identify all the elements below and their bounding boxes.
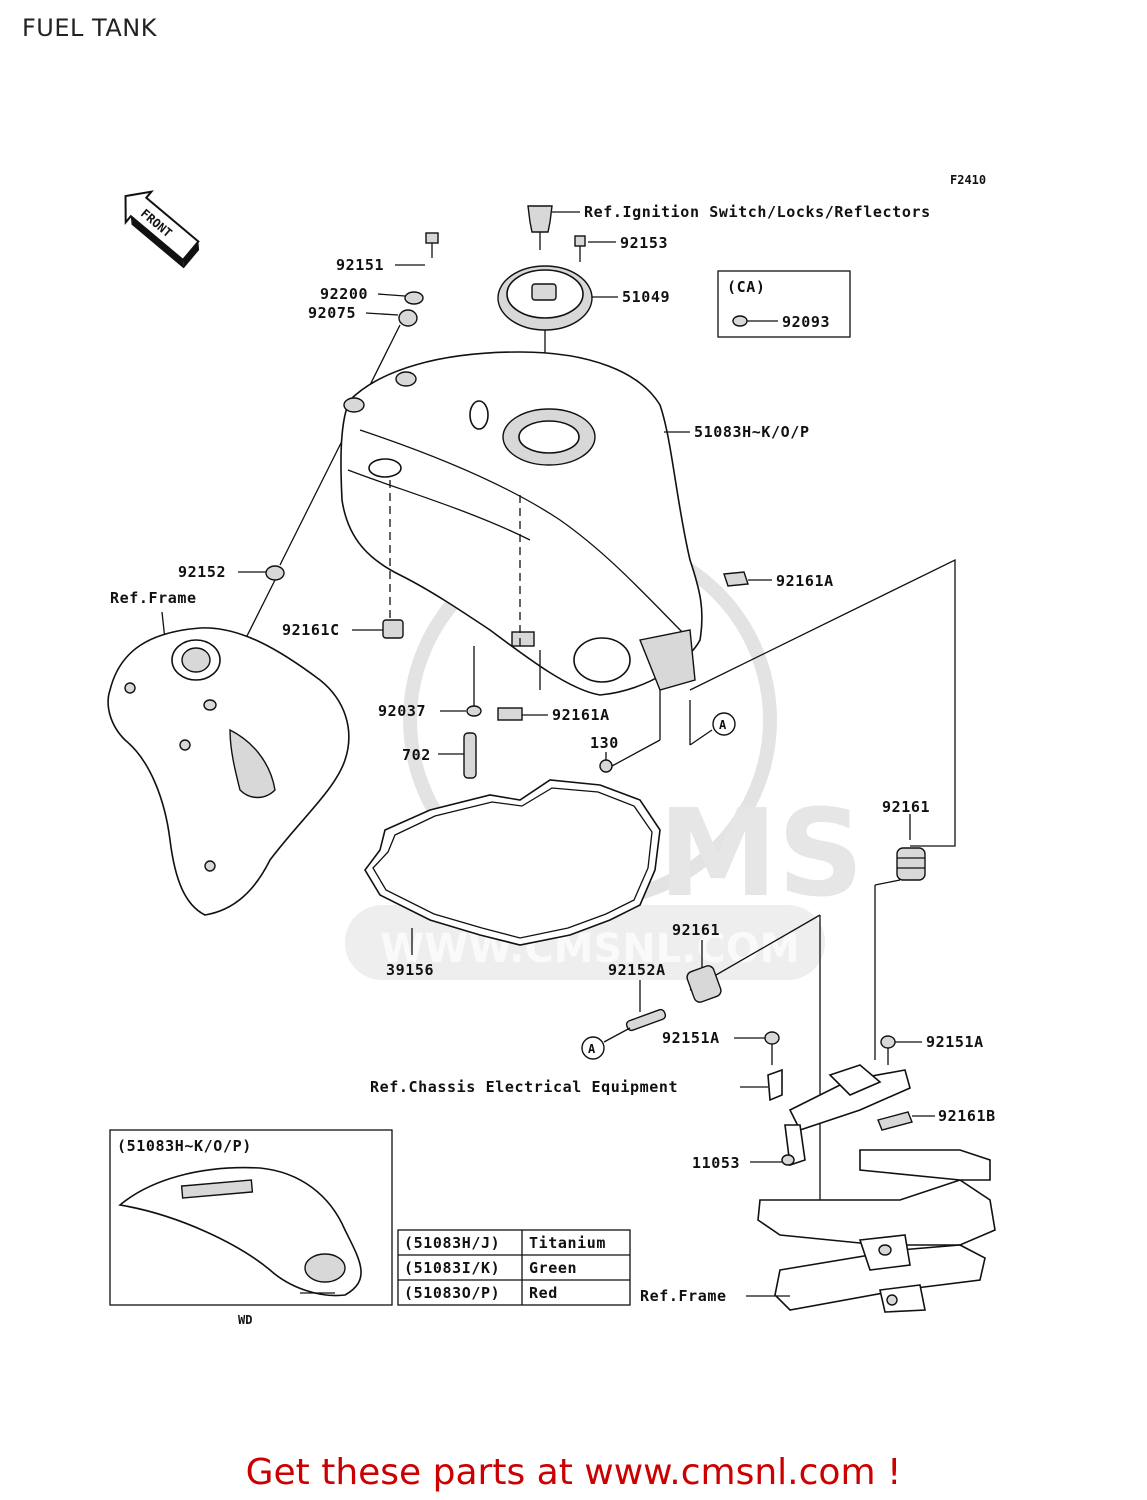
diagram-code: F2410 (950, 173, 986, 187)
color-code-row1: (51083H/J) (404, 1234, 500, 1252)
callout-92037: 92037 (378, 702, 426, 720)
bumper-92161C-part (352, 619, 404, 639)
inset-box: (51083H~K/O/P) WD (109, 1129, 393, 1327)
marker-a-1: A (712, 712, 736, 736)
callout-92075: 92075 (308, 304, 356, 322)
marker-a-2: A (581, 1036, 605, 1060)
ca-box: (CA) 92093 (717, 270, 851, 338)
marker-a-1-label: A (719, 718, 727, 732)
bolt-stack-part (279, 232, 439, 566)
inset-header: (51083H~K/O/P) (117, 1137, 252, 1155)
inset-caption: WD (238, 1313, 252, 1327)
front-arrow-icon: FRONT (124, 190, 200, 269)
color-name-row1: Titanium (529, 1234, 606, 1252)
color-code-row2: (51083I/K) (404, 1259, 500, 1277)
callout-92161A-top: 92161A (776, 572, 834, 590)
callout-chassis-ref: Ref.Chassis Electrical Equipment (370, 1078, 678, 1096)
callout-92151A-left: 92151A (662, 1029, 720, 1047)
watermark-url: WWW.CMSNL.COM (380, 926, 800, 972)
bushing-92161-right-part (896, 847, 926, 881)
frame-front-part (107, 611, 350, 916)
callout-92161-right: 92161 (882, 798, 930, 816)
color-table: (51083H/J) Titanium (51083I/K) Green (51… (397, 1229, 631, 1306)
ca-header: (CA) (727, 278, 766, 296)
clip-92037-part (440, 646, 482, 717)
frame-rear-part (746, 1149, 996, 1313)
pad-92161A-mid-part (497, 707, 548, 721)
color-code-row3: (51083O/P) (404, 1284, 500, 1302)
fuel-tank-part (340, 351, 703, 696)
callout-92151: 92151 (336, 256, 384, 274)
callout-92200: 92200 (320, 285, 368, 303)
bracket-11053-part (740, 1064, 935, 1167)
fuel-cap-part (497, 265, 618, 420)
callout-92161B: 92161B (938, 1107, 996, 1125)
callout-702: 702 (402, 746, 431, 764)
ignition-cap-part (527, 205, 580, 250)
callout-92153: 92153 (620, 234, 668, 252)
screw-92153-part (574, 235, 616, 262)
callout-51049: 51049 (622, 288, 670, 306)
color-name-row3: Red (529, 1284, 558, 1302)
callout-92093: 92093 (782, 313, 830, 331)
bolts-92151A-part (734, 1031, 922, 1065)
footer-link[interactable]: Get these parts at www.cmsnl.com ! (245, 1452, 902, 1493)
callout-92152A: 92152A (608, 961, 666, 979)
callout-92161C: 92161C (282, 621, 340, 639)
callout-92161A-mid: 92161A (552, 706, 610, 724)
page-title: FUEL TANK (22, 14, 157, 42)
pad-92161A-top-part (723, 571, 772, 587)
nut-130-part (599, 690, 713, 773)
callout-51083: 51083H~K/O/P (694, 423, 810, 441)
inset-tank-part (118, 1166, 362, 1297)
callout-ref-frame-top: Ref.Frame (110, 589, 197, 607)
leader-lines-right (689, 558, 956, 1210)
callout-92152: 92152 (178, 563, 226, 581)
callout-130: 130 (590, 734, 619, 752)
callout-92161-mid: 92161 (672, 921, 720, 939)
callout-ignition-ref: Ref.Ignition Switch/Locks/Reflectors (584, 203, 931, 221)
callout-ref-frame-bottom: Ref.Frame (640, 1287, 727, 1305)
tube-702-part (438, 732, 477, 779)
color-name-row2: Green (529, 1259, 577, 1277)
callout-11053: 11053 (692, 1154, 740, 1172)
bushing-92161-mid-part (603, 940, 722, 1043)
marker-a-2-label: A (588, 1042, 596, 1056)
callout-39156: 39156 (386, 961, 434, 979)
mat-39156-part (364, 779, 661, 955)
callout-92151A-right: 92151A (926, 1033, 984, 1051)
